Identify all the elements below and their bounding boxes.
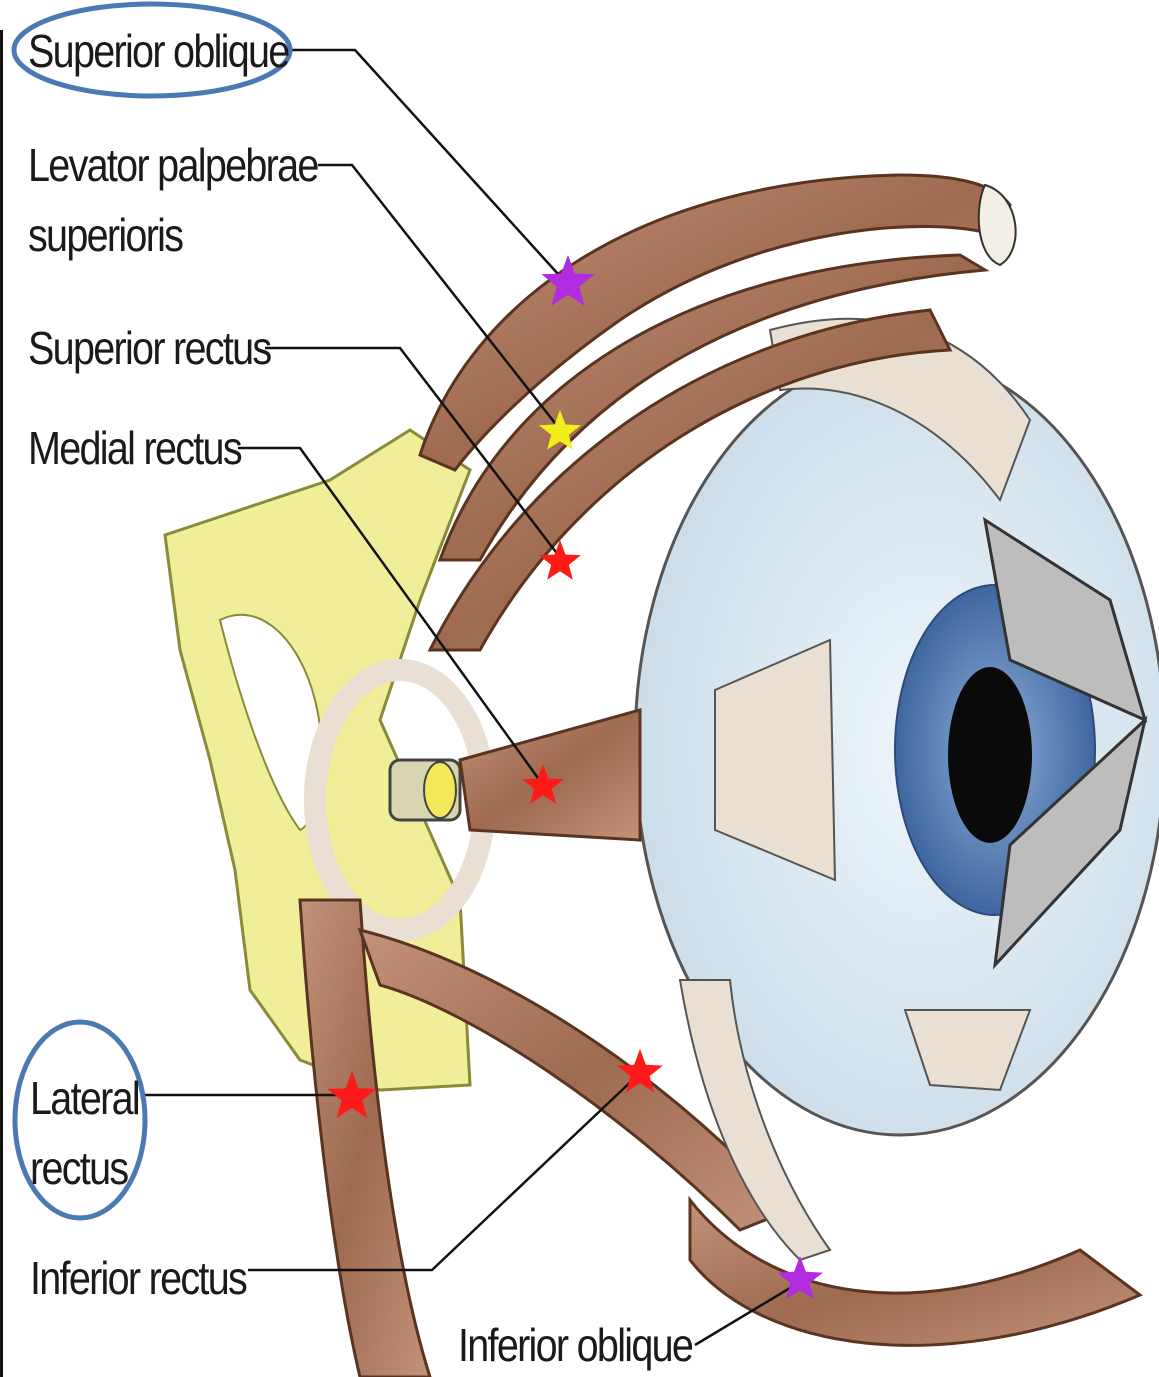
label-lateral-line2: rectus [30, 1145, 127, 1191]
pupil [948, 667, 1032, 843]
label-levator-line2: superioris [28, 212, 182, 258]
label-superior-rectus: Superior rectus [28, 325, 270, 371]
label-medial-rectus: Medial rectus [28, 425, 241, 471]
label-inferior-rectus: Inferior rectus [30, 1255, 246, 1301]
medial-rectus-muscle [460, 710, 640, 840]
trochlea [979, 185, 1016, 265]
leader-inferior-rectus [248, 1073, 640, 1270]
leader-superior-oblique [290, 50, 568, 285]
optic-nerve-end [424, 762, 456, 818]
label-superior-oblique: Superior oblique [28, 28, 289, 74]
label-inferior-oblique: Inferior oblique [458, 1322, 692, 1368]
label-lateral-line1: Lateral [30, 1075, 139, 1121]
label-levator-line1: Levator palpebrae [28, 142, 318, 188]
